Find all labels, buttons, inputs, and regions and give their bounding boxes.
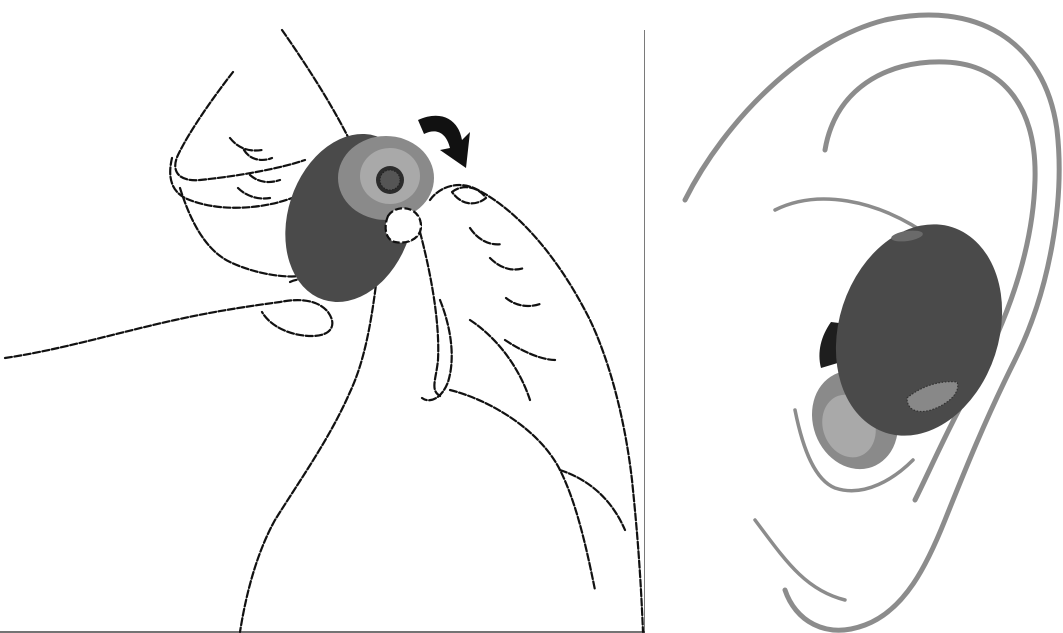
right-palm-crease [450,390,595,590]
ear-lobe-contour [755,520,845,600]
left-index-finger-outline [175,72,305,180]
right-palm-lower [560,470,625,530]
right-index-knuckle-lines [470,228,540,306]
right-middle-finger-outline [422,300,452,400]
right-fingernail [452,187,486,203]
left-index-knuckle-lines [230,138,272,160]
right-thumb-shaft [240,268,378,632]
fingers-twisting-earbud-icon [0,0,645,633]
left-hand-back-outline [282,30,352,145]
right-index-finger-outline [430,185,643,632]
panel-insert-earbud [0,0,645,633]
right-palm-crease-2 [470,320,556,400]
left-thumb-outline [5,300,332,358]
left-middle-finger-outline [170,158,292,208]
earbud-worn [798,203,1028,482]
right-thumb-inner [420,232,440,396]
earbud-in-ear-icon [645,0,1063,633]
panel-earbud-in-ear [645,0,1063,633]
right-thumb-tip-over-earbud [386,208,421,242]
ear-tip-mesh [380,170,400,190]
left-middle-knuckle-lines [238,175,280,199]
